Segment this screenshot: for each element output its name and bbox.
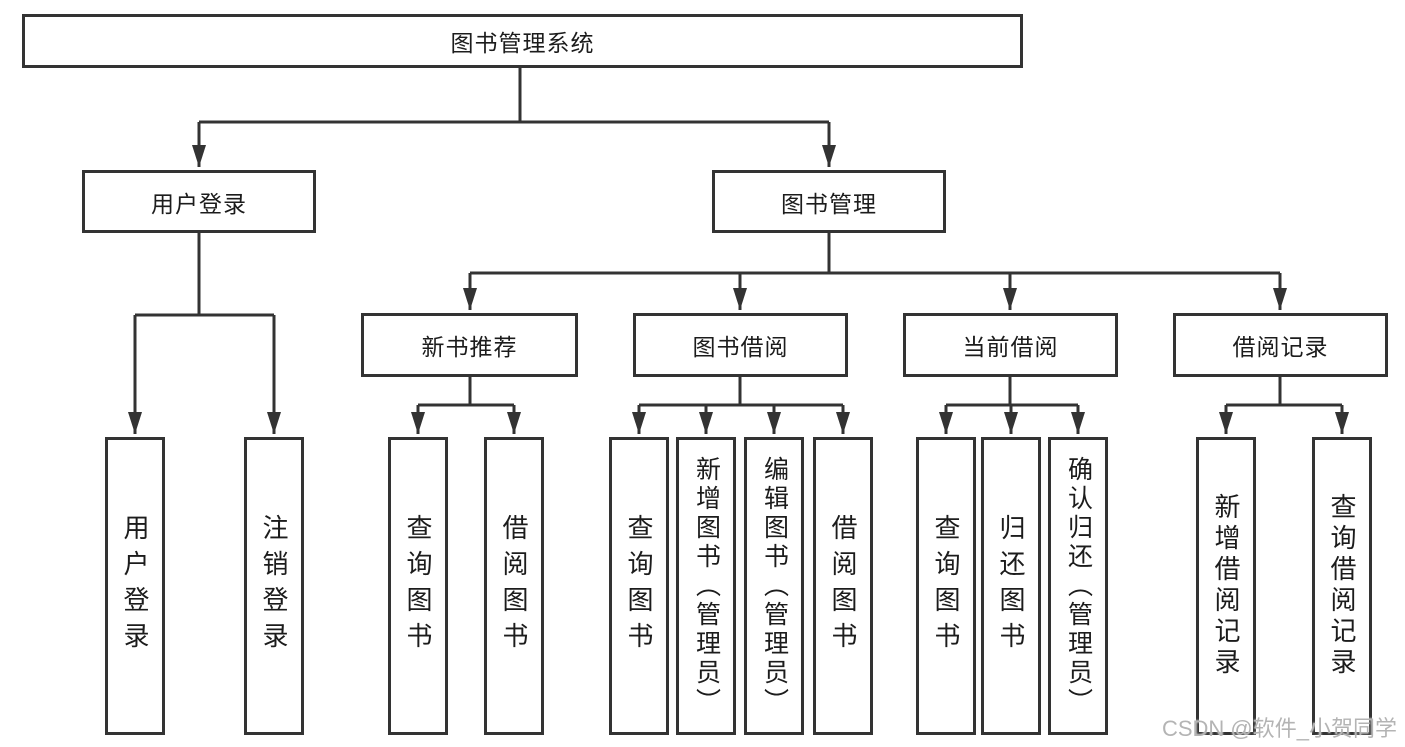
node-label: 新书推荐 — [421, 334, 518, 360]
node-leaf-query-borrow-record: 查询借阅记录 — [1312, 437, 1372, 735]
node-borrowing-records: 借阅记录 — [1173, 313, 1388, 377]
node-label: 新增图书（管理员） — [692, 455, 721, 717]
node-leaf-confirm-return-admin: 确认归还（管理员） — [1048, 437, 1108, 735]
node-label: 查询图书 — [931, 514, 961, 658]
node-current-borrowing: 当前借阅 — [903, 313, 1118, 377]
connector-book-mgmt-children — [463, 233, 1287, 310]
node-leaf-user-login: 用户登录 — [105, 437, 165, 735]
node-label: 新增借阅记录 — [1211, 493, 1241, 679]
node-label: 归还图书 — [996, 514, 1026, 658]
node-label: 确认归还（管理员） — [1064, 455, 1093, 717]
node-label: 注销登录 — [259, 514, 289, 658]
connector-root-to-level2 — [192, 68, 836, 167]
node-leaf-add-books-admin: 新增图书（管理员） — [676, 437, 736, 735]
node-label: 借阅图书 — [828, 514, 858, 658]
node-leaf-edit-books-admin: 编辑图书（管理员） — [744, 437, 804, 735]
connector-borrow-record-children — [1219, 377, 1349, 434]
node-library-management-system: 图书管理系统 — [22, 14, 1023, 68]
node-book-management: 图书管理 — [712, 170, 946, 233]
node-leaf-add-borrow-record: 新增借阅记录 — [1196, 437, 1256, 735]
node-label: 借阅图书 — [499, 514, 529, 658]
connector-book-borrow-children — [632, 377, 850, 434]
node-label: 查询图书 — [403, 514, 433, 658]
connector-user-login-children — [128, 233, 281, 434]
node-leaf-logout: 注销登录 — [244, 437, 304, 735]
node-leaf-return-books: 归还图书 — [981, 437, 1041, 735]
node-leaf-query-books: 查询图书 — [609, 437, 669, 735]
node-label: 查询借阅记录 — [1327, 493, 1357, 679]
node-label: 借阅记录 — [1232, 334, 1329, 360]
node-label: 图书管理 — [781, 190, 877, 217]
node-label: 图书管理系统 — [450, 30, 595, 56]
node-leaf-query-books: 查询图书 — [916, 437, 976, 735]
node-label: 用户登录 — [120, 514, 150, 658]
node-leaf-borrow-books: 借阅图书 — [813, 437, 873, 735]
node-label: 用户登录 — [151, 190, 247, 217]
watermark: CSDN @软件_小贺同学 — [1161, 716, 1397, 741]
node-label: 编辑图书（管理员） — [760, 455, 789, 717]
connector-current-borrow-children — [939, 377, 1085, 434]
node-label: 当前借阅 — [962, 334, 1059, 360]
node-label: 图书借阅 — [692, 334, 789, 360]
node-label: 查询图书 — [624, 514, 654, 658]
connector-new-book-children — [411, 377, 521, 434]
node-new-book-recommendation: 新书推荐 — [361, 313, 578, 377]
node-leaf-borrow-books: 借阅图书 — [484, 437, 544, 735]
node-leaf-query-books: 查询图书 — [388, 437, 448, 735]
node-book-borrowing: 图书借阅 — [633, 313, 848, 377]
node-user-login: 用户登录 — [82, 170, 316, 233]
